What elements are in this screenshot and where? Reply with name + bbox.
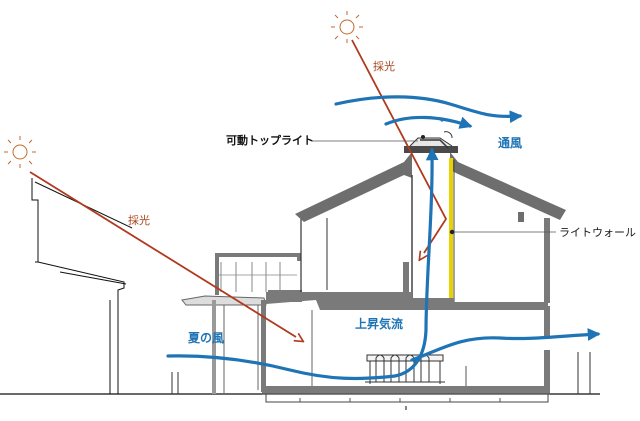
updraft-label: 上昇気流 bbox=[355, 317, 404, 331]
skylight-label: 可動トップライト bbox=[226, 134, 314, 147]
leader-lines bbox=[312, 140, 556, 233]
ventilation-label: 通風 bbox=[498, 136, 523, 150]
light-wall-marker bbox=[449, 229, 455, 235]
sun-icon bbox=[4, 136, 36, 168]
daylight-rays bbox=[29, 39, 448, 337]
airflow-arrows bbox=[166, 95, 601, 381]
daylight-label-top: 採光 bbox=[373, 60, 395, 73]
light-wall-label: ライトウォール bbox=[559, 226, 636, 239]
daylight-label-left: 採光 bbox=[128, 214, 150, 227]
neighbor-house bbox=[31, 178, 133, 394]
main-building bbox=[171, 131, 591, 410]
sun-icon bbox=[331, 11, 363, 43]
summer-wind-label: 夏の風 bbox=[188, 331, 225, 345]
dining-set bbox=[365, 354, 445, 384]
